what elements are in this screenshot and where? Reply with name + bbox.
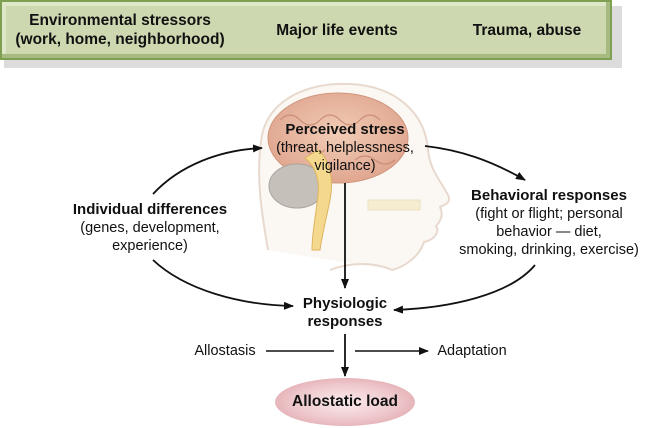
node-behavioral-responses: Behavioral responses (fight or flight; p…	[448, 187, 650, 259]
node-text: experience)	[112, 238, 188, 254]
node-physiologic-responses: Physiologic responses	[285, 295, 405, 331]
node-title: Physiologic	[302, 295, 388, 312]
node-text: behavior — diet,	[496, 224, 602, 240]
node-title: Perceived stress	[285, 121, 405, 138]
node-text: Allostasis	[194, 343, 256, 359]
node-adaptation: Adaptation	[430, 342, 514, 360]
banner-text: (work, home, neighborhood)	[15, 31, 225, 48]
banner-item-environmental-stressors: Environmental stressors (work, home, neig…	[10, 2, 230, 58]
skull-teeth	[367, 199, 421, 211]
arrow-individual-to-physiologic	[152, 259, 294, 310]
node-title: Individual differences	[72, 201, 228, 218]
node-text: (fight or flight; personal	[475, 206, 623, 222]
arrow-behavioral-to-physiologic	[393, 264, 536, 314]
node-perceived-stress: Perceived stress (threat, helplessness, …	[255, 121, 435, 175]
banner-item-major-life-events: Major life events	[252, 2, 422, 58]
node-text: (threat, helplessness,	[276, 140, 414, 156]
node-text: smoking, drinking, exercise)	[459, 242, 639, 258]
node-text: (genes, development,	[80, 220, 220, 236]
node-text: vigilance)	[314, 158, 376, 174]
node-allostasis: Allostasis	[186, 342, 264, 360]
node-title: Behavioral responses	[471, 187, 627, 204]
node-text: Adaptation	[437, 343, 507, 359]
node-individual-differences: Individual differences (genes, developme…	[45, 201, 255, 255]
brainstem	[304, 149, 332, 251]
banner-text: Major life events	[276, 21, 398, 39]
node-title: responses	[307, 313, 383, 330]
jaw-outline	[329, 263, 393, 271]
banner-text: Trauma, abuse	[472, 21, 582, 39]
node-allostatic-load: Allostatic load	[275, 378, 415, 426]
arrow-individual-to-perceived	[152, 144, 263, 195]
arrow-perceived-to-behavioral	[424, 145, 526, 181]
brain-in-head-icon	[258, 82, 450, 271]
banner-text: Environmental stressors	[29, 12, 211, 29]
stressors-banner: Environmental stressors (work, home, neig…	[0, 0, 612, 60]
banner-item-trauma-abuse: Trauma, abuse	[452, 2, 602, 58]
node-title: Allostatic load	[292, 393, 398, 410]
